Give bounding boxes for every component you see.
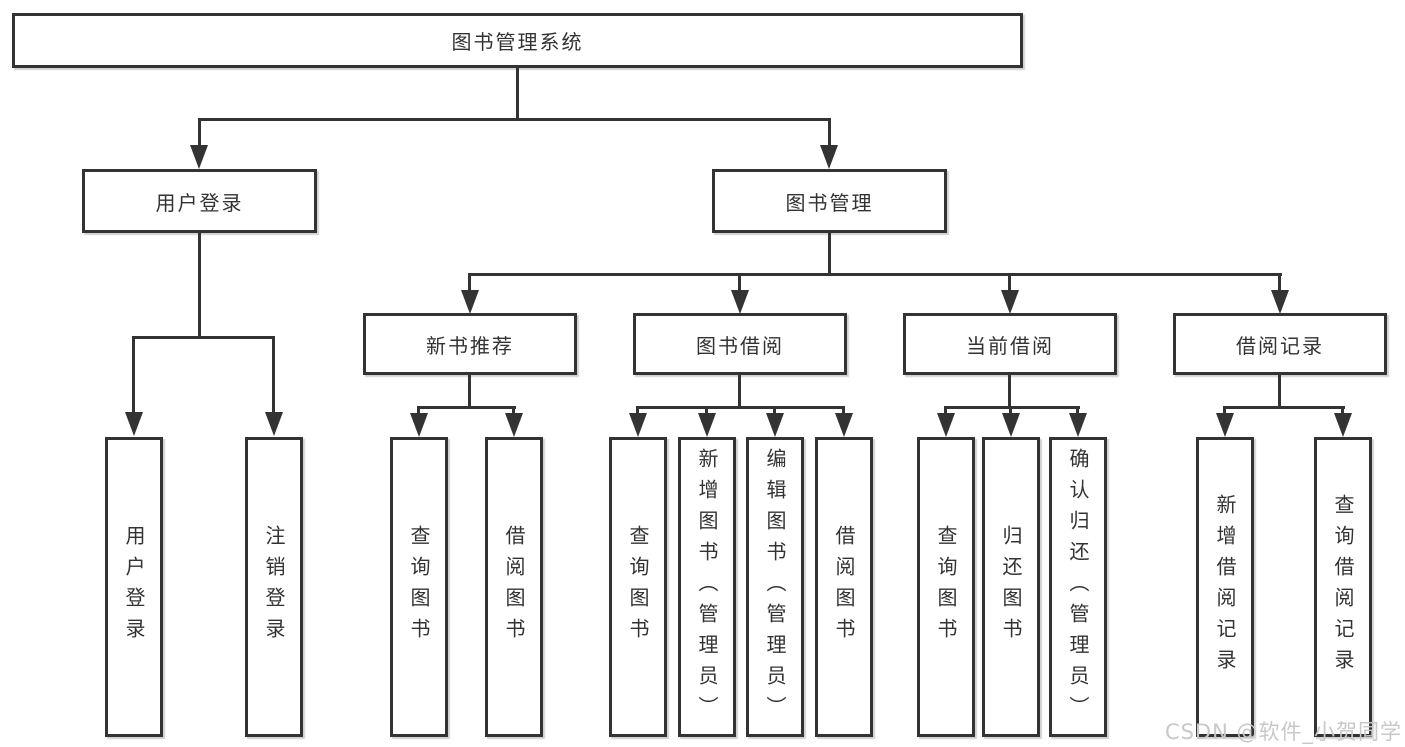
leaf-bb-query-book-label: 查询图书 (626, 525, 650, 649)
leaf-cb-return-book: 归还图书 (982, 437, 1040, 737)
connector-arrow-shaft (944, 409, 947, 415)
connector-arrow-shaft (1009, 409, 1012, 415)
node-book-management: 图书管理 (712, 169, 947, 233)
connector-arrow-shaft (1278, 276, 1281, 292)
arrow-down-icon (461, 290, 479, 314)
csdn-watermark: CSDN @软件_小贺同学 (1164, 720, 1402, 744)
node-book-borrow-label: 图书借阅 (696, 333, 784, 358)
leaf-cb-confirm-return: 确认归还（管理员） (1049, 437, 1107, 737)
connector-book-borrow-drop (738, 375, 741, 406)
connector-borrow-records-drop (1278, 375, 1281, 406)
arrow-down-icon (698, 413, 716, 437)
connector-arrow-shaft (1223, 409, 1226, 415)
connector-arrow-shaft (636, 409, 639, 415)
connector-arrow-shaft (1341, 409, 1344, 415)
node-book-management-label: 图书管理 (785, 190, 874, 215)
connector-arrow-shaft (828, 121, 831, 147)
arrow-down-icon (1069, 413, 1087, 437)
arrow-down-icon (505, 413, 523, 437)
connector-arrow-shaft (1076, 409, 1079, 415)
connector-arrow-shaft (512, 409, 515, 415)
connector-book-mgmt-drop (828, 233, 831, 273)
connector-arrow-shaft (705, 409, 708, 415)
leaf-rec-borrow-book: 借阅图书 (485, 437, 543, 737)
leaf-br-query-record-label: 查询借阅记录 (1331, 494, 1355, 680)
leaf-bb-edit-book-label: 编辑图书（管理员） (763, 447, 787, 727)
leaf-rec-query-book: 查询图书 (390, 437, 448, 737)
connector-arrow-shaft (132, 339, 135, 413)
arrow-down-icon (265, 412, 283, 436)
arrow-down-icon (1216, 413, 1234, 437)
connector-book-mgmt-branch (468, 273, 1282, 276)
arrow-down-icon (410, 413, 428, 437)
node-borrow-records-label: 借阅记录 (1236, 333, 1324, 358)
connector-root-drop (516, 68, 519, 118)
connector-arrow-shaft (1008, 276, 1011, 292)
arrow-down-icon (1271, 290, 1289, 314)
connector-new-rec-drop (468, 375, 471, 406)
connector-current-borrow-drop (1008, 375, 1011, 406)
connector-arrow-shaft (738, 276, 741, 292)
leaf-bb-add-book: 新增图书（管理员） (678, 437, 736, 737)
leaf-logout-label: 注销登录 (262, 525, 286, 649)
arrow-down-icon (820, 145, 838, 169)
node-book-borrow: 图书借阅 (633, 313, 847, 375)
arrow-down-icon (731, 290, 749, 314)
leaf-br-add-record-label: 新增借阅记录 (1213, 494, 1237, 680)
connector-current-borrow-branch (944, 406, 1080, 409)
arrow-down-icon (190, 145, 208, 169)
connector-book-borrow-branch (636, 406, 845, 409)
arrow-down-icon (937, 413, 955, 437)
node-current-borrow: 当前借阅 (903, 313, 1117, 375)
connector-arrow-shaft (773, 409, 776, 415)
connector-arrow-shaft (272, 339, 275, 413)
node-current-borrow-label: 当前借阅 (966, 333, 1054, 358)
connector-arrow-shaft (842, 409, 845, 415)
leaf-br-add-record: 新增借阅记录 (1196, 437, 1254, 737)
leaf-cb-query-book-label: 查询图书 (934, 525, 958, 649)
leaf-rec-query-book-label: 查询图书 (407, 525, 431, 649)
connector-user-login-drop (198, 233, 201, 336)
node-user-login-label: 用户登录 (155, 190, 244, 215)
leaf-cb-query-book: 查询图书 (917, 437, 975, 737)
leaf-user-login-label: 用户登录 (122, 525, 146, 649)
arrow-down-icon (766, 413, 784, 437)
node-new-book-recommend: 新书推荐 (363, 313, 577, 375)
leaf-bb-add-book-label: 新增图书（管理员） (695, 447, 719, 727)
leaf-rec-borrow-book-label: 借阅图书 (502, 525, 526, 649)
connector-arrow-shaft (468, 276, 471, 292)
leaf-user-login: 用户登录 (105, 437, 163, 737)
connector-user-login-branch (132, 336, 275, 339)
connector-borrow-records-branch (1223, 406, 1345, 409)
leaf-bb-borrow-book: 借阅图书 (815, 437, 873, 737)
node-root-label: 图书管理系统 (451, 30, 584, 54)
leaf-logout: 注销登录 (245, 437, 303, 737)
arrow-down-icon (1001, 290, 1019, 314)
connector-arrow-shaft (198, 121, 201, 147)
arrow-down-icon (835, 413, 853, 437)
connector-root-branch (198, 118, 831, 121)
leaf-cb-confirm-return-label: 确认归还（管理员） (1066, 447, 1090, 727)
leaf-bb-borrow-book-label: 借阅图书 (832, 525, 856, 649)
arrow-down-icon (1002, 413, 1020, 437)
leaf-bb-query-book: 查询图书 (609, 437, 667, 737)
connector-arrow-shaft (417, 409, 420, 415)
arrow-down-icon (1334, 413, 1352, 437)
node-new-book-recommend-label: 新书推荐 (426, 333, 514, 358)
arrow-down-icon (125, 412, 143, 436)
connector-new-rec-branch (417, 406, 516, 409)
node-borrow-records: 借阅记录 (1173, 313, 1387, 375)
arrow-down-icon (629, 413, 647, 437)
leaf-cb-return-book-label: 归还图书 (999, 525, 1023, 649)
node-user-login: 用户登录 (82, 169, 317, 233)
node-root: 图书管理系统 (12, 13, 1023, 68)
leaf-br-query-record: 查询借阅记录 (1314, 437, 1372, 737)
leaf-bb-edit-book: 编辑图书（管理员） (746, 437, 804, 737)
